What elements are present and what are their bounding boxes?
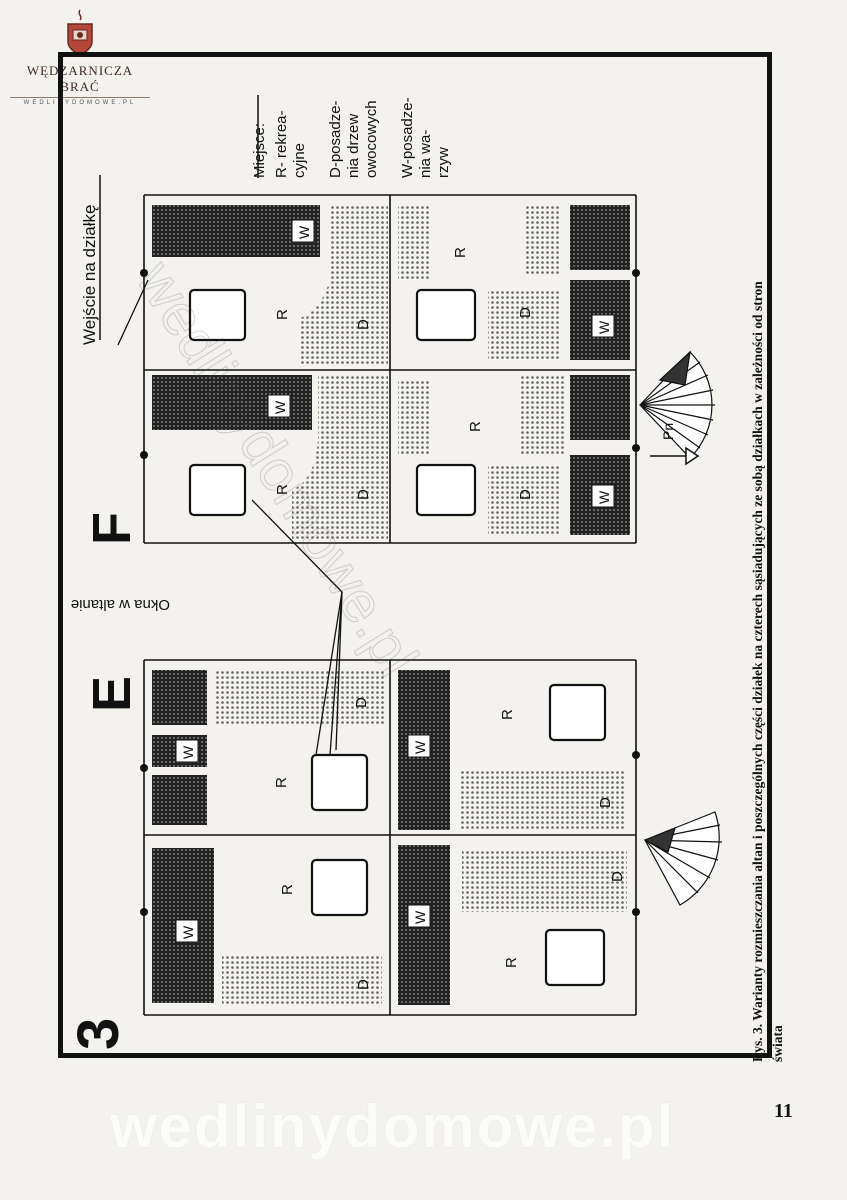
plot-lines (143, 194, 637, 1016)
svg-text:W: W (180, 745, 196, 759)
caption-line1: Rys. 3. Warianty rozmieszczania altan i … (750, 281, 765, 1062)
arbor-icons (188, 288, 607, 987)
svg-text:R: R (452, 247, 469, 258)
svg-text:W: W (412, 910, 428, 924)
svg-text:D: D (609, 871, 626, 882)
svg-text:D: D (355, 979, 372, 990)
svg-text:D: D (597, 797, 614, 808)
legend: Miejsce: R- rekrea- cyjne D-posadze- nia… (251, 97, 452, 178)
svg-text:W: W (596, 490, 612, 504)
footer-watermark: wedlinydomowe.pl (110, 1093, 676, 1160)
variant-f-label: F (82, 512, 142, 545)
legend-r-line1: R- rekrea- (273, 110, 290, 178)
svg-text:R: R (467, 421, 484, 432)
svg-text:D: D (517, 307, 534, 318)
page-number: 11 (774, 1100, 793, 1122)
svg-text:W: W (272, 400, 288, 414)
svg-text:W: W (412, 740, 428, 754)
logo-rule (10, 97, 150, 98)
north-arrow-icon (650, 446, 700, 466)
svg-text:F: F (82, 512, 142, 545)
svg-text:D: D (355, 489, 372, 500)
zone-d-areas (215, 205, 627, 1005)
variant-e-label: E (82, 676, 142, 712)
svg-text:W: W (596, 320, 612, 334)
svg-text:R: R (273, 777, 290, 788)
svg-text:R: R (499, 709, 516, 720)
figure-caption: Rys. 3. Warianty rozmieszczania altan i … (748, 281, 788, 1062)
zone-letters: R R R R R R R R D D D D D D D D (273, 247, 626, 990)
svg-text:E: E (82, 676, 142, 712)
svg-text:D: D (517, 489, 534, 500)
logo-name: WĘDZARNICZA BRAĆ (26, 63, 134, 94)
legend-w-line3: rzyw (435, 147, 452, 178)
sun-fan-e-icon (643, 811, 723, 906)
svg-text:R: R (274, 309, 291, 320)
w-tags: W W W W W W W W (175, 219, 615, 943)
legend-d-line3: owocowych (363, 100, 380, 178)
publisher-logo: WĘDZARNICZA BRAĆ WEDLINYDOMOWE.PL (10, 8, 150, 106)
sun-fan-f-icon (639, 350, 715, 459)
svg-text:D: D (355, 319, 372, 330)
figure-frame (58, 52, 772, 1058)
boundary-posts (140, 269, 640, 916)
windows-label: Okna w altanie (71, 596, 170, 613)
legend-d-line2: nia drzew (345, 114, 362, 178)
svg-text:D: D (353, 697, 370, 708)
legend-w-line1: W-posadze- (399, 97, 416, 178)
svg-text:R: R (279, 884, 296, 895)
svg-text:R: R (503, 957, 520, 968)
figure-number-3: 3 (66, 1018, 131, 1050)
entrance-label: Wejście na działkę (80, 205, 99, 345)
logo-site: WEDLINYDOMOWE.PL (23, 100, 137, 106)
legend-w-line2: nia wa- (417, 130, 434, 178)
svg-text:R: R (274, 484, 291, 495)
north-label: Pn (660, 423, 676, 440)
svg-text:W: W (296, 225, 312, 239)
caption-line2: świata (770, 1025, 785, 1062)
legend-r-line2: cyjne (291, 143, 308, 178)
svg-text:3: 3 (66, 1018, 131, 1050)
svg-text:W: W (180, 925, 196, 939)
leader-lines (117, 279, 343, 756)
legend-title: Miejsce: (251, 123, 268, 178)
legend-d-line1: D-posadze- (327, 100, 344, 178)
